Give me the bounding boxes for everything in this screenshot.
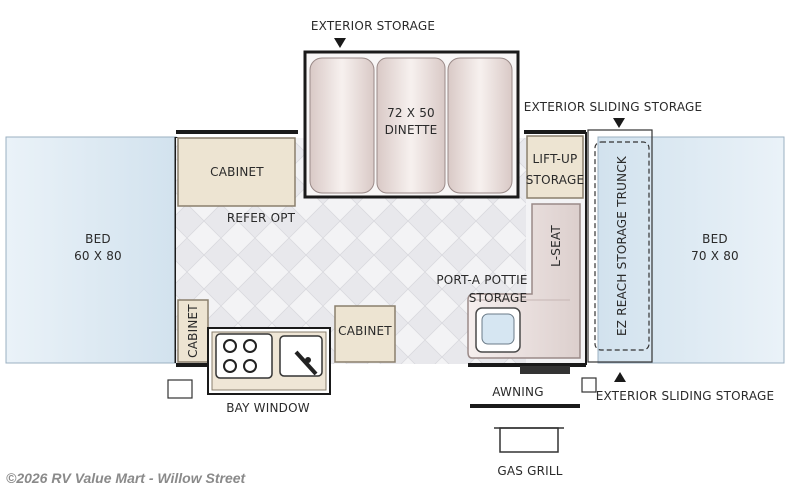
label-bed-right-size: 70 X 80 bbox=[691, 249, 739, 263]
label-exterior-sliding-storage-top: EXTERIOR SLIDING STORAGE bbox=[524, 100, 703, 114]
stove-icon bbox=[215, 333, 273, 379]
label-refer-opt: REFER OPT bbox=[227, 211, 296, 225]
arrow-up-icon bbox=[614, 372, 626, 382]
bay-window-kitchen bbox=[207, 327, 331, 395]
sink-icon bbox=[279, 335, 323, 377]
dinette-cushion-right bbox=[447, 57, 513, 194]
label-cabinet-left: CABINET bbox=[186, 304, 200, 358]
label-port-a-pottie: PORT-A POTTIE bbox=[436, 273, 527, 287]
label-bed-left-size: 60 X 80 bbox=[74, 249, 122, 263]
cabinet-top bbox=[177, 137, 296, 207]
lift-up-storage bbox=[526, 135, 584, 199]
arrow-down-icon bbox=[334, 38, 346, 48]
label-exterior-sliding-storage-bottom: EXTERIOR SLIDING STORAGE bbox=[596, 389, 775, 403]
label-bay-window: BAY WINDOW bbox=[226, 401, 310, 415]
label-lift-up: LIFT-UP bbox=[533, 152, 578, 166]
arrow-down-icon bbox=[613, 118, 625, 128]
ez-reach-storage-trunk bbox=[587, 129, 653, 363]
watermark: ©2026 RV Value Mart - Willow Street bbox=[6, 470, 246, 486]
label-lift-up-storage: STORAGE bbox=[526, 173, 585, 187]
label-trunk: EZ REACH STORAGE TRUNCK bbox=[615, 155, 629, 336]
label-dinette-name: DINETTE bbox=[385, 123, 438, 137]
awning bbox=[470, 366, 580, 408]
port-a-pottie bbox=[475, 307, 521, 353]
bed-right bbox=[597, 136, 785, 364]
label-dinette-size: 72 X 50 bbox=[387, 106, 435, 120]
label-cabinet-top: CABINET bbox=[210, 165, 264, 179]
cabinet-mid bbox=[334, 305, 396, 363]
label-l-seat: L-SEAT bbox=[549, 225, 563, 267]
label-exterior-storage: EXTERIOR STORAGE bbox=[311, 19, 435, 33]
label-gas-grill: GAS GRILL bbox=[497, 464, 562, 478]
label-port-a-pottie-storage: STORAGE bbox=[469, 291, 528, 305]
label-bed-right: BED bbox=[702, 232, 728, 246]
label-cabinet-mid: CABINET bbox=[338, 324, 392, 338]
dinette-table bbox=[376, 57, 446, 194]
label-awning: AWNING bbox=[492, 385, 543, 399]
dinette-cushion-left bbox=[309, 57, 375, 194]
dinette-bumpout bbox=[303, 50, 520, 199]
gas-grill-icon bbox=[494, 427, 564, 453]
label-bed-left: BED bbox=[85, 232, 111, 246]
